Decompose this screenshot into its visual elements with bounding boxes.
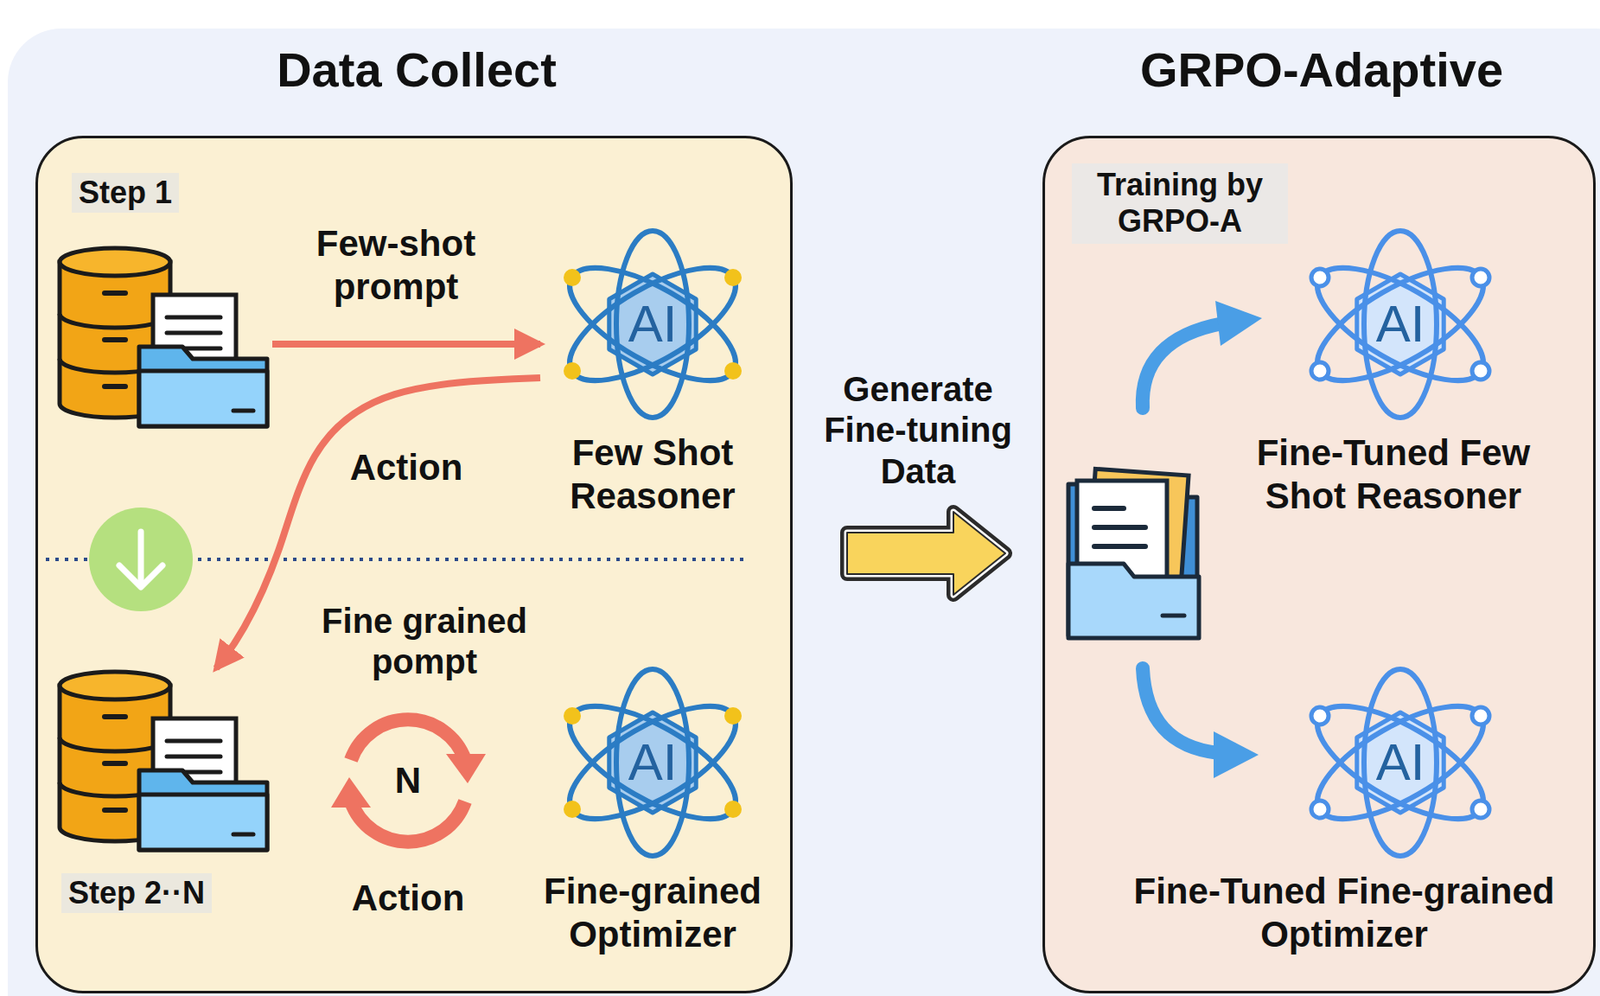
icon-text: AI [1376,298,1426,351]
database-icon [56,668,273,855]
step-label: Step 2··N [61,873,212,913]
ai-electron [1311,362,1329,380]
block-arrow [847,511,1006,595]
ai-orbit [553,684,752,842]
connector [272,344,541,345]
edge-label: Action [319,446,493,490]
database-slot [104,713,126,720]
icon-text: AI [628,298,678,351]
document-line [1094,505,1124,511]
ai-electron [563,800,581,818]
ai-orbit [1300,684,1499,842]
database-top [59,248,171,276]
ai-electron [1311,268,1329,287]
model-node: AI Fine-Tuned Fine-grained Optimizer [1119,658,1569,963]
folder-slot [233,832,254,837]
document-line [1094,543,1146,549]
edge-label: Generate Fine-tuning Data [805,369,1031,492]
model-node: AI Few Shot Reasoner [540,220,765,524]
database-top [59,671,171,700]
ai-hexagon [1357,712,1444,813]
ai-orbit [616,669,689,856]
document-line [166,739,221,744]
ai-electron [724,800,742,818]
ai-hexagon [609,712,696,813]
model-caption: Few Shot Reasoner [540,431,765,517]
ai-electron [724,362,742,380]
loop-label: Action [321,876,495,920]
icon-text: AI [628,736,678,789]
model-node: AI Fine-grained Optimizer [522,658,783,963]
ai-orbit [553,684,752,842]
outer-panel [7,28,1600,996]
ai-electron [724,268,742,287]
folder-slot [233,408,254,414]
ai-orbit [553,246,752,403]
ai-orbit [1300,246,1499,403]
document-line [166,754,221,759]
model-caption: Fine-Tuned Fine-grained Optimizer [1119,869,1569,956]
down-arrow-shaft [138,531,145,586]
ai-hexagon [1357,274,1444,375]
block-arrow-outline [847,511,1006,595]
folder-back [139,770,268,850]
icon-text: AI [1376,736,1426,789]
document-line [166,315,221,320]
database-slot [104,383,126,389]
ai-orbit [616,230,689,418]
ai-electron [563,707,581,725]
ai-electron [563,268,581,287]
loop-label: Fine grained pompt [312,600,537,683]
step-label: Step 1 [71,172,179,213]
ai-orbit [1300,684,1499,842]
note-label: Training by GRPO-A [1071,163,1288,244]
database-node: Step 2··N [56,668,273,919]
database-icon [56,244,273,431]
model-caption: Fine-Tuned Few Shot Reasoner [1211,431,1575,517]
down-arrow-head [119,565,163,587]
folder-slot [1162,613,1185,619]
ai-electron [563,362,581,380]
ai-electron [724,707,742,725]
database-slot [104,807,126,813]
folder-front [139,370,268,427]
ai-orbit [1364,230,1437,418]
ai-orbit [553,246,752,403]
ai-orbit [1364,669,1437,856]
ai-electron [1472,362,1490,380]
database-slot [104,337,126,343]
database-slot [104,290,126,296]
model-caption: Fine-grained Optimizer [522,869,783,956]
step-circle [89,507,193,612]
ai-electron [1472,268,1490,287]
loop-count: N [377,758,439,803]
folder-front [1068,563,1199,638]
folder-back [139,346,268,427]
ai-orbit [1300,246,1499,403]
document-line [1094,524,1146,530]
folder-front [139,794,268,850]
section-title: GRPO-Adaptive [1045,41,1599,99]
document-line [166,331,221,336]
ai-electron [1472,800,1490,818]
arrow-line [272,340,541,348]
ai-hexagon [609,274,696,375]
ai-electron [1472,707,1490,725]
block-arrow-gap [847,511,1006,595]
ai-electron [1311,800,1329,818]
connector [847,511,1006,595]
database-node: Step 1 [56,172,273,429]
model-node: AI Fine-Tuned Few Shot Reasoner [1211,220,1575,524]
ai-electron [1311,707,1329,725]
database-slot [104,760,126,766]
section-title: Data Collect [38,41,796,99]
edge-label: Few-shot prompt [296,222,496,308]
